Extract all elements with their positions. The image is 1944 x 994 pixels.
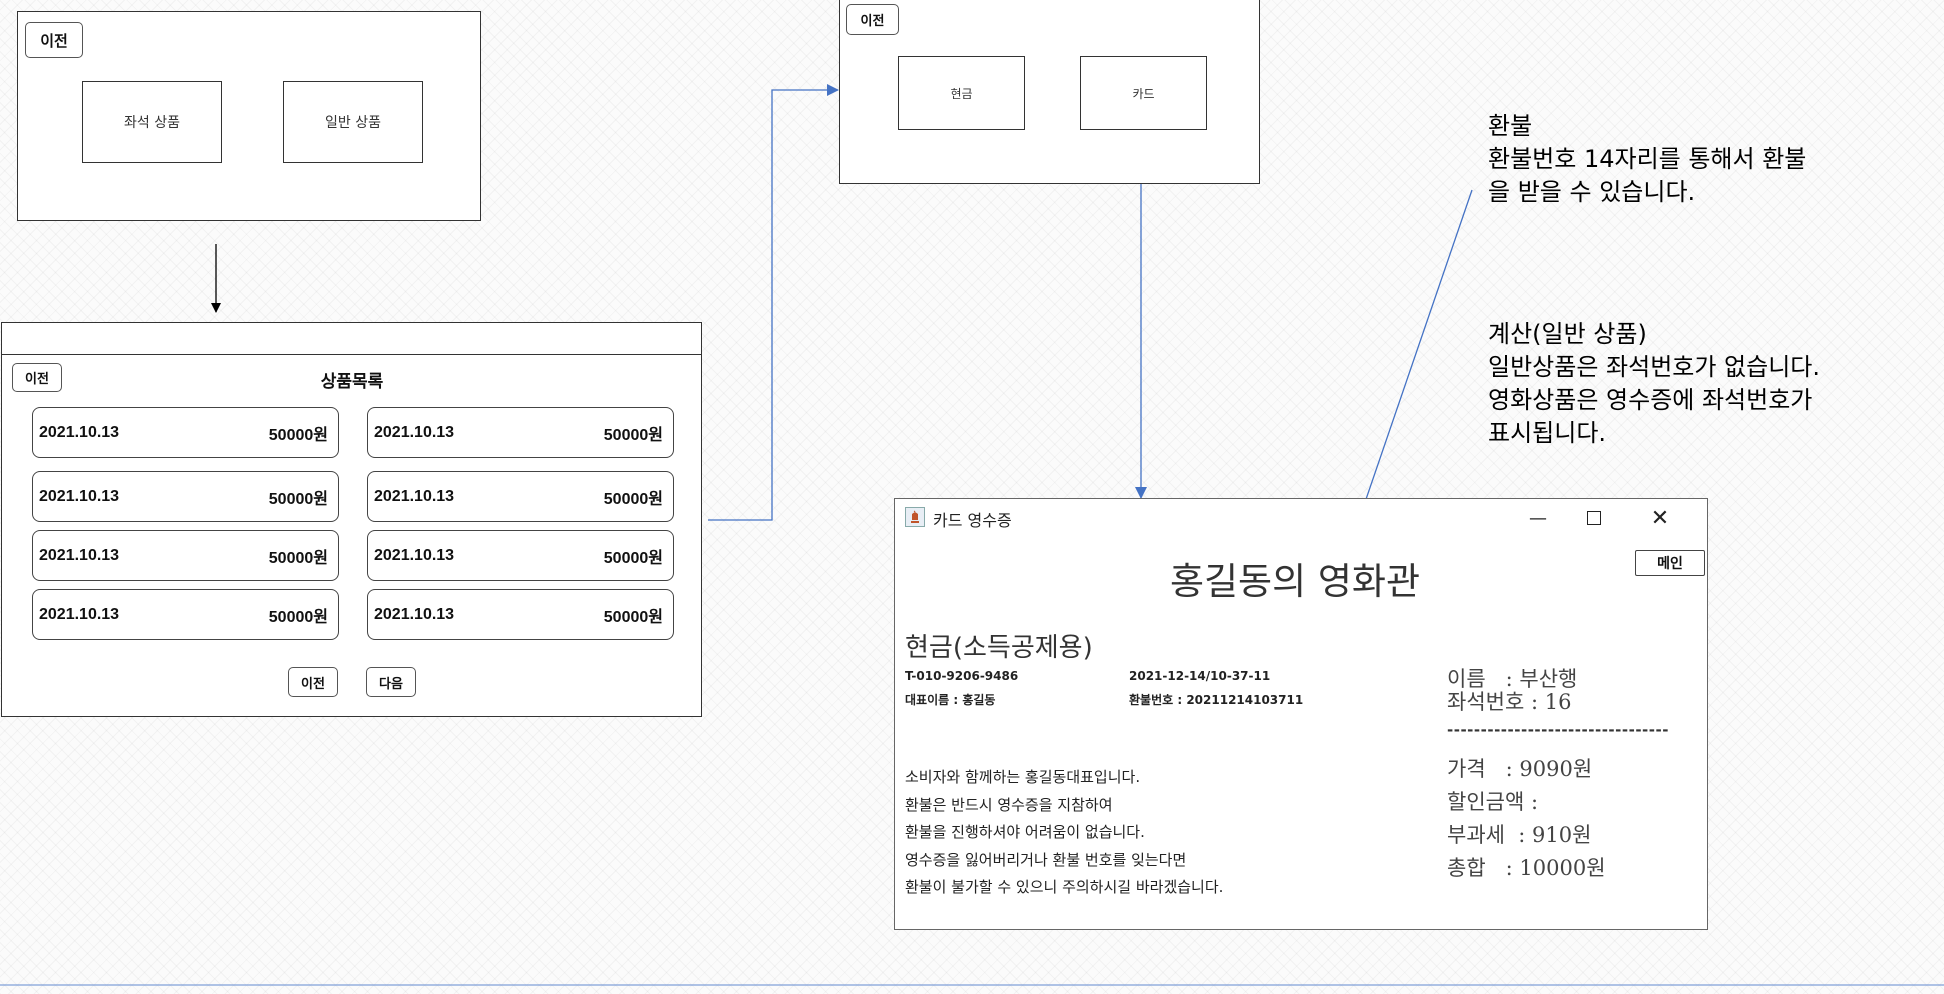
product-price: 50000원 [268,426,328,444]
product-price: 50000원 [268,549,328,567]
cash-button[interactable]: 현금 [898,56,1025,130]
list-back-button[interactable]: 이전 [12,363,62,392]
category-screen: 이전 좌석 상품 일반 상품 [17,11,481,221]
receipt-window: 카드 영수증 — ✕ 메인 홍길동의 영화관 현금(소득공제용) T-010-9… [894,498,1708,930]
category-back-button[interactable]: 이전 [25,22,83,58]
product-price: 50000원 [603,608,663,626]
product-price: 50000원 [603,426,663,444]
product-price: 50000원 [603,549,663,567]
total-label: 총합 : 10000원 [1447,856,1606,880]
product-item[interactable]: 2021.10.13 50000원 [367,589,674,640]
refund-note-line: 환불번호 14자리를 통해서 환불 [1488,145,1807,173]
refund-note: 환불 환불번호 14자리를 통해서 환불 을 받을 수 있습니다. [1488,110,1938,209]
receipt-message-line: 소비자와 함께하는 홍길동대표입니다. [905,768,1141,786]
list-prev-button[interactable]: 이전 [288,667,338,697]
main-button[interactable]: 메인 [1635,550,1705,576]
receipt-type: 현금(소득공제용) [905,633,1093,663]
refund-number: 환불번호 : 20211214103711 [1129,693,1304,707]
product-item[interactable]: 2021.10.13 50000원 [367,407,674,458]
calculation-note-line: 영화상품은 영수증에 좌석번호가 [1488,386,1813,414]
receipt-divider: --------------------------------- [1447,721,1669,739]
product-date: 2021.10.13 [39,546,120,564]
product-date: 2021.10.13 [374,487,455,505]
product-item[interactable]: 2021.10.13 50000원 [32,589,339,640]
list-title: 상품목록 [320,372,384,392]
product-date: 2021.10.13 [374,423,455,441]
product-item[interactable]: 2021.10.13 50000원 [32,407,339,458]
product-date: 2021.10.13 [374,605,455,623]
receipt-message-line: 영수증을 잃어버리거나 환불 번호를 잊는다면 [905,850,1187,869]
payment-screen: 이전 현금 카드 [839,0,1260,184]
product-date: 2021.10.13 [39,487,120,505]
maximize-icon [1587,511,1601,525]
product-price: 50000원 [603,490,663,508]
refund-note-line: 을 받을 수 있습니다. [1488,178,1696,206]
seat-number: 좌석번호 : 16 [1447,690,1572,714]
refund-note-title: 환불 [1488,112,1533,140]
seat-product-button[interactable]: 좌석 상품 [82,81,222,163]
product-price: 50000원 [268,608,328,626]
minimize-button[interactable]: — [1515,503,1561,533]
vat-label: 부과세 : 910원 [1447,823,1592,847]
general-product-button[interactable]: 일반 상품 [283,81,423,163]
product-list-screen: 이전 상품목록 2021.10.13 50000원 2021.10.13 50000… [1,322,702,717]
close-button[interactable]: ✕ [1637,503,1683,533]
product-date: 2021.10.13 [39,423,120,441]
cinema-name: 홍길동의 영화관 [1169,560,1421,603]
window-app-icon [905,507,925,527]
minimize-icon: — [1529,507,1547,529]
calculation-note-title: 계산(일반 상품) [1488,320,1647,348]
calculation-note-line: 일반상품은 좌석번호가 없습니다. [1488,353,1821,381]
window-title: 카드 영수증 [933,511,1012,530]
discount-label: 할인금액 : [1447,790,1539,814]
movie-name: 이름 : 부산행 [1447,667,1578,691]
receipt-messages: 소비자와 함께하는 홍길동대표입니다. 환불은 반드시 영수증을 지참하여 환불… [905,764,1425,902]
receipt-message-line: 환불은 반드시 영수증을 지참하여 [905,795,1113,814]
payment-back-button[interactable]: 이전 [846,4,899,35]
list-next-button[interactable]: 다음 [366,667,416,697]
maximize-button[interactable] [1571,503,1617,533]
close-icon: ✕ [1650,505,1670,531]
phone-number: T-010-9206-9486 [905,669,1019,683]
product-item[interactable]: 2021.10.13 50000원 [367,471,674,522]
receipt-message-line: 환불이 불가할 수 있으니 주의하시길 바라겠습니다. [905,878,1224,896]
product-item[interactable]: 2021.10.13 50000원 [32,530,339,581]
product-date: 2021.10.13 [39,605,120,623]
card-button[interactable]: 카드 [1080,56,1207,130]
representative-name: 대표이름 : 홍길동 [905,693,996,707]
title-bar-divider [2,354,701,355]
arrow-list-to-payment [708,84,839,521]
price-label: 가격 : 9090원 [1447,757,1593,781]
product-date: 2021.10.13 [374,546,455,564]
product-price: 50000원 [268,490,328,508]
calculation-note-line: 표시됩니다. [1488,419,1607,447]
receipt-message-line: 환불을 진행하셔야 어려움이 없습니다. [905,823,1145,841]
product-item[interactable]: 2021.10.13 50000원 [32,471,339,522]
transaction-datetime: 2021-12-14/10-37-11 [1129,669,1271,683]
product-item[interactable]: 2021.10.13 50000원 [367,530,674,581]
calculation-note: 계산(일반 상품) 일반상품은 좌석번호가 없습니다. 영화상품은 영수증에 좌… [1488,318,1938,450]
